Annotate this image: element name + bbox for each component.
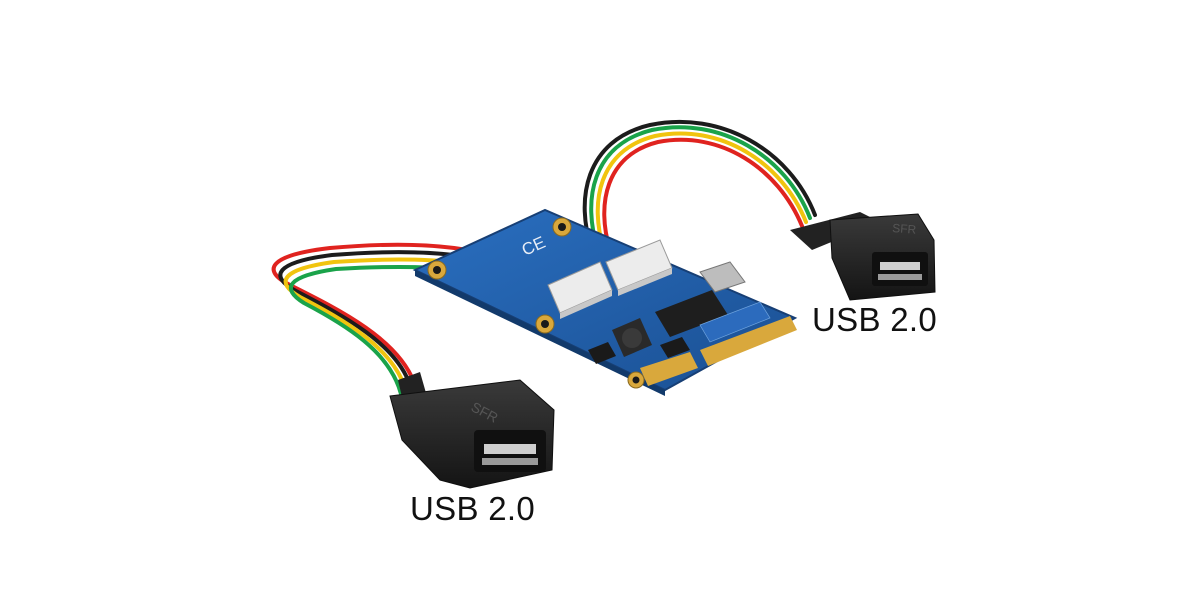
usb-label-left: USB 2.0: [410, 490, 535, 527]
controller-chip: [655, 290, 728, 337]
usb-label-right: USB 2.0: [812, 301, 937, 338]
crystal: [699, 261, 746, 293]
usb-port-right: SFR: [790, 212, 936, 301]
connector-text: SFR: [892, 221, 917, 237]
small-chip: [588, 342, 616, 364]
cable-right: [582, 119, 817, 252]
header-connector-2: [605, 239, 673, 296]
usb-port-left: SFR: [389, 372, 555, 489]
header-connector-1: [547, 261, 613, 319]
trace-pattern: [699, 301, 771, 343]
small-chip: [660, 337, 690, 358]
mini-pcie-card: CE: [412, 208, 798, 396]
gold-edge-contacts: [700, 316, 797, 366]
